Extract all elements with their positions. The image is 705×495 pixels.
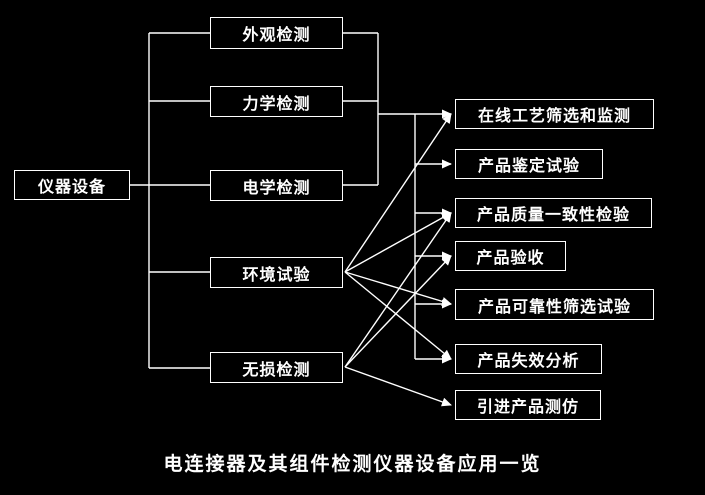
root-branch-lines xyxy=(130,32,210,369)
node-failure-analysis: 产品失效分析 xyxy=(455,344,602,374)
node-electrical-inspection: 电学检测 xyxy=(210,170,343,201)
node-online-process-screening: 在线工艺筛选和监测 xyxy=(455,99,654,129)
node-mechanical-inspection: 力学检测 xyxy=(210,86,343,117)
diagram-caption: 电连接器及其组件检测仪器设备应用一览 xyxy=(163,454,542,475)
environment-test-arrows xyxy=(344,113,452,360)
detection-bracket-lines xyxy=(343,32,379,186)
node-reliability-screening-test: 产品可靠性筛选试验 xyxy=(455,289,654,320)
node-quality-consistency-inspection: 产品质量一致性检验 xyxy=(455,198,652,228)
node-environment-test: 环境试验 xyxy=(210,257,343,288)
ndt-arrows xyxy=(344,212,452,407)
node-ndt-inspection: 无损检测 xyxy=(210,352,343,383)
node-qualification-test: 产品鉴定试验 xyxy=(455,149,603,179)
node-instrument-equipment: 仪器设备 xyxy=(14,170,130,200)
node-imported-product-imitation: 引进产品测仿 xyxy=(455,390,601,420)
node-product-acceptance: 产品验收 xyxy=(455,241,566,271)
distributor-lines xyxy=(378,109,452,364)
node-appearance-inspection: 外观检测 xyxy=(210,17,343,49)
